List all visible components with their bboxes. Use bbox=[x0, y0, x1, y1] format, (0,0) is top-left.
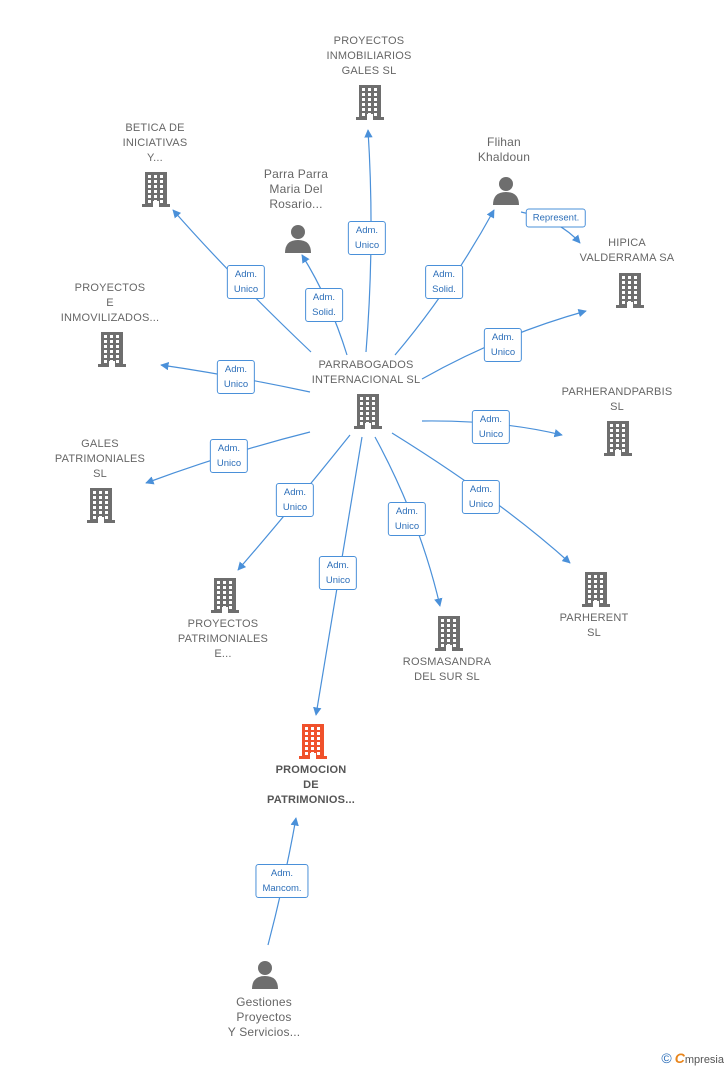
node-parherandparbis[interactable]: PARHERANDPARBIS SL bbox=[557, 385, 677, 415]
brand-logo-initial: C bbox=[674, 1050, 685, 1066]
node-gestiones[interactable]: Gestiones Proyectos Y Servicios... bbox=[204, 995, 324, 1040]
edge-label[interactable]: Adm. Unico bbox=[216, 360, 256, 394]
building-icon[interactable] bbox=[581, 571, 611, 612]
node-label: ROSMASANDRA DEL SUR SL bbox=[402, 656, 492, 683]
building-icon[interactable] bbox=[86, 487, 116, 528]
node-label: GALES PATRIMONIALES SL bbox=[54, 438, 146, 480]
node-label: Gestiones Proyectos Y Servicios... bbox=[227, 995, 301, 1039]
node-label: BETICA DE INICIATIVAS Y... bbox=[122, 122, 188, 164]
person-icon[interactable] bbox=[283, 223, 313, 258]
node-label: Parra Parra Maria Del Rosario... bbox=[263, 167, 329, 211]
edge-label[interactable]: Adm. Unico bbox=[226, 265, 266, 299]
brand-footer: © Cmpresia bbox=[661, 1050, 724, 1066]
node-label: PROMOCION DE PATRIMONIOS... bbox=[267, 764, 355, 806]
building-icon[interactable] bbox=[353, 393, 383, 434]
edge-label[interactable]: Adm. Unico bbox=[347, 221, 387, 255]
node-label: PROYECTOS PATRIMONIALES E... bbox=[177, 618, 269, 660]
node-gales-patrimoniales[interactable]: GALES PATRIMONIALES SL bbox=[40, 437, 160, 482]
node-proyectos-inmovilizados[interactable]: PROYECTOS E INMOVILIZADOS... bbox=[50, 281, 170, 326]
node-label: PROYECTOS INMOBILIARIOS GALES SL bbox=[326, 35, 412, 77]
node-rosmasandra[interactable]: ROSMASANDRA DEL SUR SL bbox=[387, 655, 507, 685]
node-label: PARRABOGADOS INTERNACIONAL SL bbox=[311, 359, 421, 386]
edge-label[interactable]: Adm. Unico bbox=[275, 483, 315, 517]
node-label: PROYECTOS E INMOVILIZADOS... bbox=[60, 282, 160, 324]
building-icon[interactable] bbox=[434, 615, 464, 656]
edge-label[interactable]: Adm. Unico bbox=[387, 502, 427, 536]
copyright-symbol: © bbox=[661, 1050, 672, 1066]
node-betica[interactable]: BETICA DE INICIATIVAS Y... bbox=[95, 121, 215, 166]
brand-name: mpresia bbox=[684, 1054, 724, 1066]
building-icon[interactable] bbox=[615, 272, 645, 313]
building-icon[interactable] bbox=[355, 84, 385, 125]
node-label: Flihan Khaldoun bbox=[477, 135, 531, 164]
node-proyectos-inmobiliarios[interactable]: PROYECTOS INMOBILIARIOS GALES SL bbox=[309, 34, 429, 79]
building-icon[interactable] bbox=[141, 171, 171, 212]
building-icon[interactable] bbox=[210, 577, 240, 618]
edge-label[interactable]: Adm. Solid. bbox=[425, 265, 463, 299]
edge-label[interactable]: Adm. Solid. bbox=[305, 288, 343, 322]
building-icon[interactable] bbox=[97, 331, 127, 372]
node-label: HIPICA VALDERRAMA SA bbox=[579, 237, 675, 264]
edge-label[interactable]: Represent. bbox=[525, 208, 587, 228]
building-icon-highlight[interactable] bbox=[298, 723, 328, 764]
edge-label[interactable]: Adm. Unico bbox=[318, 556, 358, 590]
node-label: PARHERANDPARBIS SL bbox=[561, 386, 673, 413]
person-icon[interactable] bbox=[491, 175, 521, 210]
node-flihan[interactable]: Flihan Khaldoun bbox=[444, 135, 564, 165]
edge-label[interactable]: Adm. Unico bbox=[209, 439, 249, 473]
node-parra[interactable]: Parra Parra Maria Del Rosario... bbox=[236, 167, 356, 212]
edge-label[interactable]: Adm. Unico bbox=[461, 480, 501, 514]
node-hipica[interactable]: HIPICA VALDERRAMA SA bbox=[567, 236, 687, 266]
edge-label[interactable]: Adm. Unico bbox=[483, 328, 523, 362]
node-promocion[interactable]: PROMOCION DE PATRIMONIOS... bbox=[251, 763, 371, 808]
building-icon[interactable] bbox=[603, 420, 633, 461]
node-parherent[interactable]: PARHERENT SL bbox=[534, 611, 654, 641]
edge-label[interactable]: Adm. Mancom. bbox=[255, 864, 309, 898]
node-parrabogados[interactable]: PARRABOGADOS INTERNACIONAL SL bbox=[306, 358, 426, 388]
edge-label[interactable]: Adm. Unico bbox=[471, 410, 511, 444]
person-icon[interactable] bbox=[250, 959, 280, 994]
node-proyectos-patrimoniales[interactable]: PROYECTOS PATRIMONIALES E... bbox=[163, 617, 283, 662]
node-label: PARHERENT SL bbox=[559, 612, 629, 639]
